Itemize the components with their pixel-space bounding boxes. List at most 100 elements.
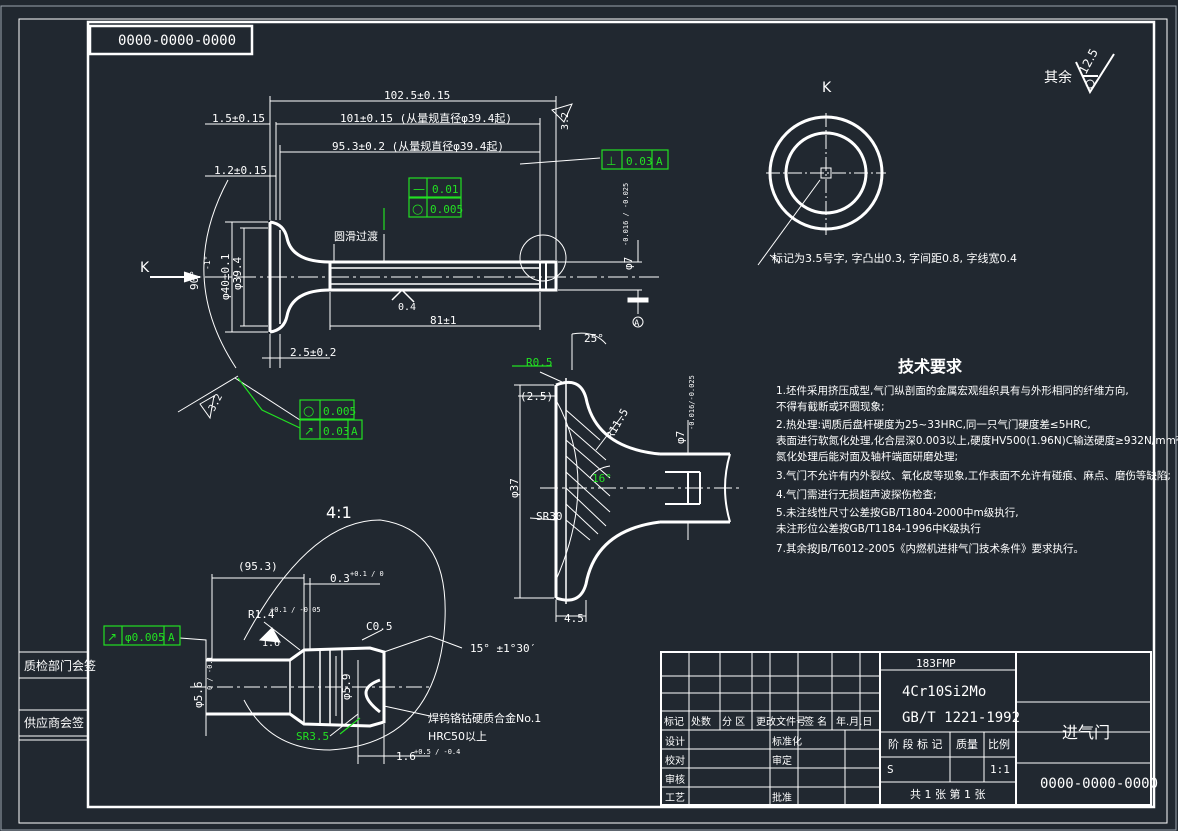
title-material: 4Cr10Si2Mo	[902, 684, 986, 700]
fcf-perp-datum: A	[656, 155, 663, 168]
fcf-straightness	[408, 177, 462, 198]
tip-dim-phi5-9: φ5.9	[340, 674, 353, 701]
surface-value: 12.5	[1076, 46, 1101, 76]
dim-phi40: φ40±0.1	[219, 254, 232, 300]
tip-dim-0-3-tol: +0.1 / 0	[350, 570, 384, 578]
role-approve-check: 审定	[772, 754, 792, 767]
fcf-tip-runout-value: φ0.005	[125, 631, 165, 644]
rev-header-4: 签 名	[804, 715, 827, 728]
role-design: 设计	[665, 735, 685, 748]
tech-req-line-1: 1.坯件采用挤压成型,气门纵剖面的金属宏观组织具有与外形相同的纤维方向,	[776, 384, 1129, 397]
role-review: 审核	[665, 773, 685, 786]
tech-req-line-3: 2.热处理:调质后盘杆硬度为25~33HRC,同一只气门硬度差≤5HRC,	[776, 418, 1091, 431]
scale-header: 比例	[988, 737, 1010, 751]
fcf-tip-runout-datum: A	[168, 631, 175, 644]
tip-dim-r1-4: R1.4	[248, 608, 275, 621]
fcf-round-symbol: ○	[412, 202, 423, 217]
rev-header-2: 分 区	[722, 716, 745, 728]
roughness-stem: 0.4	[398, 302, 416, 313]
role-approve: 批准	[772, 791, 792, 804]
fcf-perp-symbol: ⊥	[606, 154, 616, 168]
rev-header-1: 处数	[691, 715, 711, 728]
fcf-tip-runout	[103, 625, 181, 646]
title-block-frame	[660, 651, 1152, 806]
role-check: 校对	[665, 754, 685, 767]
dim-sr30: SR30	[536, 510, 563, 523]
title-standard: GB/T 1221-1992	[902, 710, 1020, 726]
tip-dim-r1-4-tol: +0.1 / -0.05	[270, 606, 321, 614]
roughness-tip: 3.2	[560, 112, 571, 130]
tip-dim-1-6-tol: +0.5 / -0.4	[414, 748, 460, 756]
k-view-rings	[757, 113, 886, 266]
dim-25deg: 25°	[584, 332, 604, 345]
tech-req-line-4: 表面进行软氮化处理,化合层深0.003以上,硬度HV500(1.96N)C输送硬…	[776, 434, 1178, 447]
tip-dim-15deg: 15° ±1°30′	[470, 642, 536, 655]
tip-detail-view	[179, 519, 463, 764]
fcf-face-round-value: 0.005	[323, 405, 356, 418]
roughness-face: 3.2	[207, 392, 225, 413]
fcf-perp-value: 0.03	[626, 155, 653, 168]
rev-header-0: 标记	[664, 716, 684, 728]
head-detail-view	[514, 332, 740, 622]
dim-phi7-tol: -0.016 / -0.025	[622, 183, 630, 246]
tip-dim-0-3: 0.3	[330, 572, 350, 585]
fcf-face-roundness	[299, 399, 355, 420]
title-part-code: 183FMP	[916, 657, 956, 670]
tip-dim-1-6: 1.6	[396, 750, 416, 763]
outer-border	[0, 5, 1177, 831]
drawing-number-box	[88, 24, 254, 56]
view-arrow-k: K	[140, 260, 150, 276]
stage-value: S	[887, 763, 894, 776]
dim-phi37: φ37	[508, 478, 521, 498]
fcf-straight-symbol: —	[413, 182, 425, 196]
dim-81: 81±1	[430, 314, 457, 327]
main-view-dimension-lines	[150, 96, 660, 421]
tip-note-weld: 焊钨铬钴硬质合金No.1	[428, 711, 541, 725]
surface-roughness-symbol	[1075, 53, 1115, 95]
dim-16deg: 16°	[592, 472, 612, 485]
rev-header-5: 年.月.日	[836, 715, 872, 728]
fcf-face-runout-value: 0.03	[323, 425, 350, 438]
dim-4-5: 4.5	[564, 612, 584, 625]
dim-102-5: 102.5±0.15	[384, 89, 450, 102]
tip-roughness: 1.6	[262, 638, 280, 649]
dim-1-2: 1.2±0.15	[214, 164, 267, 177]
fcf-face-runout	[299, 419, 363, 440]
dim-r11-5: R11.5	[603, 406, 631, 441]
side-label-qc: 质检部门会签	[24, 658, 96, 673]
tech-req-line-10: 7.其余按JB/T6012-2005《内燃机进排气门技术条件》要求执行。	[776, 542, 1084, 555]
tech-req-line-8: 5.未注线性尺寸公差按GB/T1804-2000中m级执行,	[776, 506, 1019, 519]
rev-header-3: 更改文件号	[756, 715, 806, 728]
dim-95-3: 95.3±0.2 (从量规直径φ39.4起)	[332, 139, 504, 153]
fcf-straight-value: 0.01	[432, 183, 459, 196]
fcf-face-runout-datum: A	[351, 425, 358, 438]
dim-detail-phi7: φ7	[674, 431, 687, 444]
datum-a: A	[634, 319, 640, 329]
dim-angle-tol: -1°	[203, 256, 212, 270]
tip-note-hrc: HRC50以上	[428, 730, 487, 743]
tip-dim-phi5-6-tol: 0 / -0.1	[206, 656, 214, 690]
dim-detail-phi7-tol: -0.016/-0.025	[688, 375, 696, 430]
tip-dim-95-3: (95.3)	[238, 560, 278, 573]
tech-req-line-7: 4.气门需进行无损超声波探伤检查;	[776, 488, 937, 501]
role-process: 工艺	[665, 792, 685, 804]
k-view-label: K	[822, 80, 832, 96]
frame-border	[18, 18, 1168, 824]
fcf-round-value: 0.005	[430, 203, 463, 216]
side-label-supplier: 供应商会签	[24, 715, 84, 730]
fcf-perpendicularity	[601, 149, 669, 170]
scale-value: 1:1	[990, 763, 1010, 776]
dim-angle-90: 90°	[188, 270, 201, 290]
tech-req-line-5: 氮化处理后能对面及轴杆端面研磨处理;	[776, 450, 958, 463]
tech-req-line-9: 未注形位公差按GB/T1184-1996中K级执行	[776, 522, 981, 535]
surface-note: 其余	[1044, 69, 1072, 86]
tip-dim-c0-5: C0.5	[366, 620, 393, 633]
fcf-roundness	[408, 197, 462, 218]
tech-req-line-2: 不得有截断或环圈现象;	[776, 400, 885, 413]
sheet-count: 共 1 张 第 1 张	[910, 787, 985, 801]
dim-1-5: 1.5±0.15	[212, 112, 265, 125]
drawing-border	[86, 20, 1156, 809]
tip-detail-scale: 4:1	[326, 503, 352, 522]
role-standard: 标准化	[772, 735, 802, 748]
